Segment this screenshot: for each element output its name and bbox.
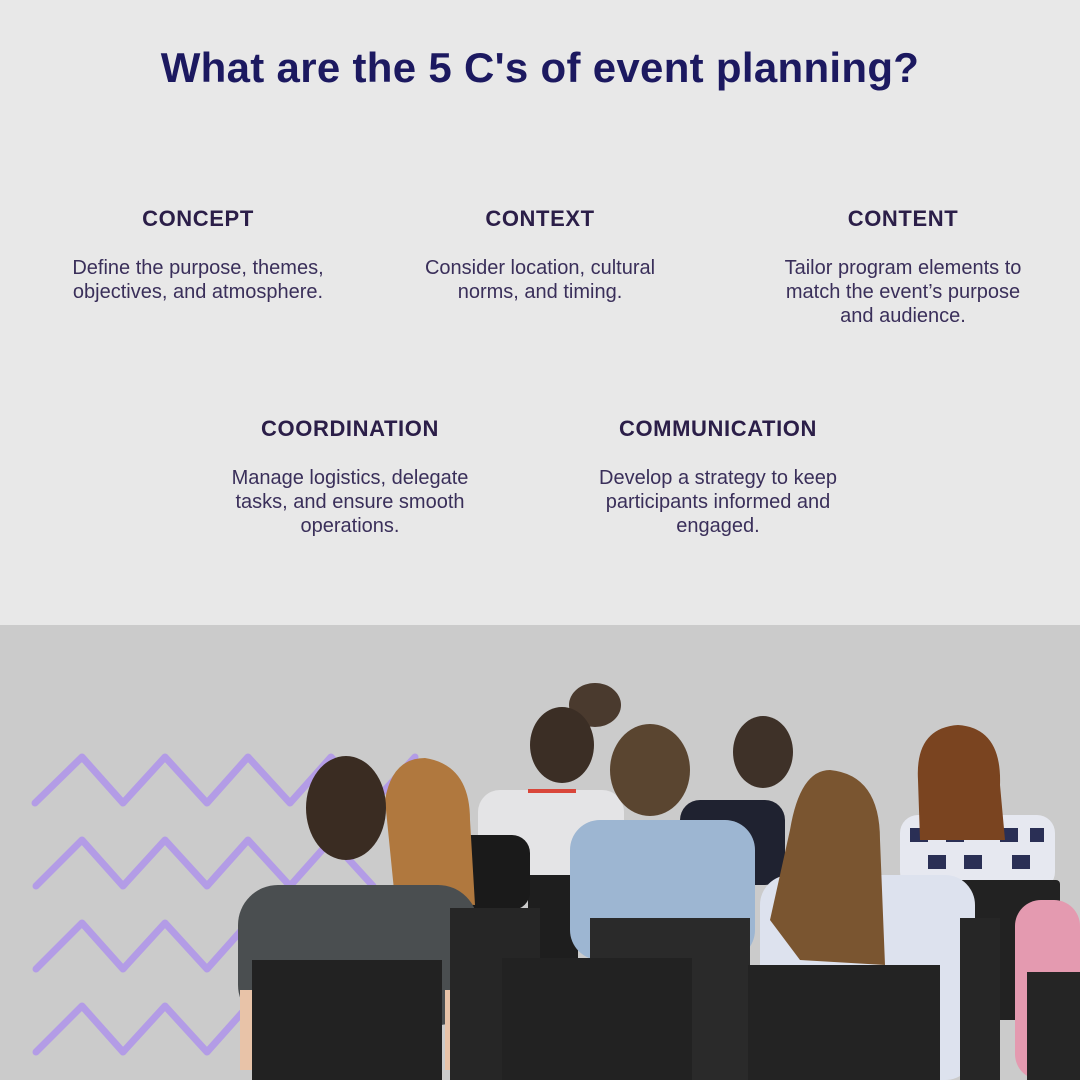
audience-photo	[31, 683, 1080, 1080]
card-heading: CONTEXT	[485, 206, 595, 231]
info-panel: What are the 5 C's of event planning? CO…	[40, 44, 1058, 538]
audience-people	[238, 683, 1080, 1080]
card-heading: CONCEPT	[142, 206, 254, 231]
card-heading: CONTENT	[847, 206, 959, 231]
photo-band	[0, 625, 1080, 1080]
card-heading: COORDINATION	[261, 416, 439, 441]
card-heading: COMMUNICATION	[618, 416, 818, 441]
card-communication: COMMUNICATION Develop a strategy to keep…	[568, 416, 868, 538]
card-concept: CONCEPT Define the purpose, themes,objec…	[40, 206, 356, 304]
card-text: Define the purpose, themes,objectives, a…	[72, 257, 324, 303]
page-title: What are the 5 C's of event planning?	[160, 44, 920, 91]
